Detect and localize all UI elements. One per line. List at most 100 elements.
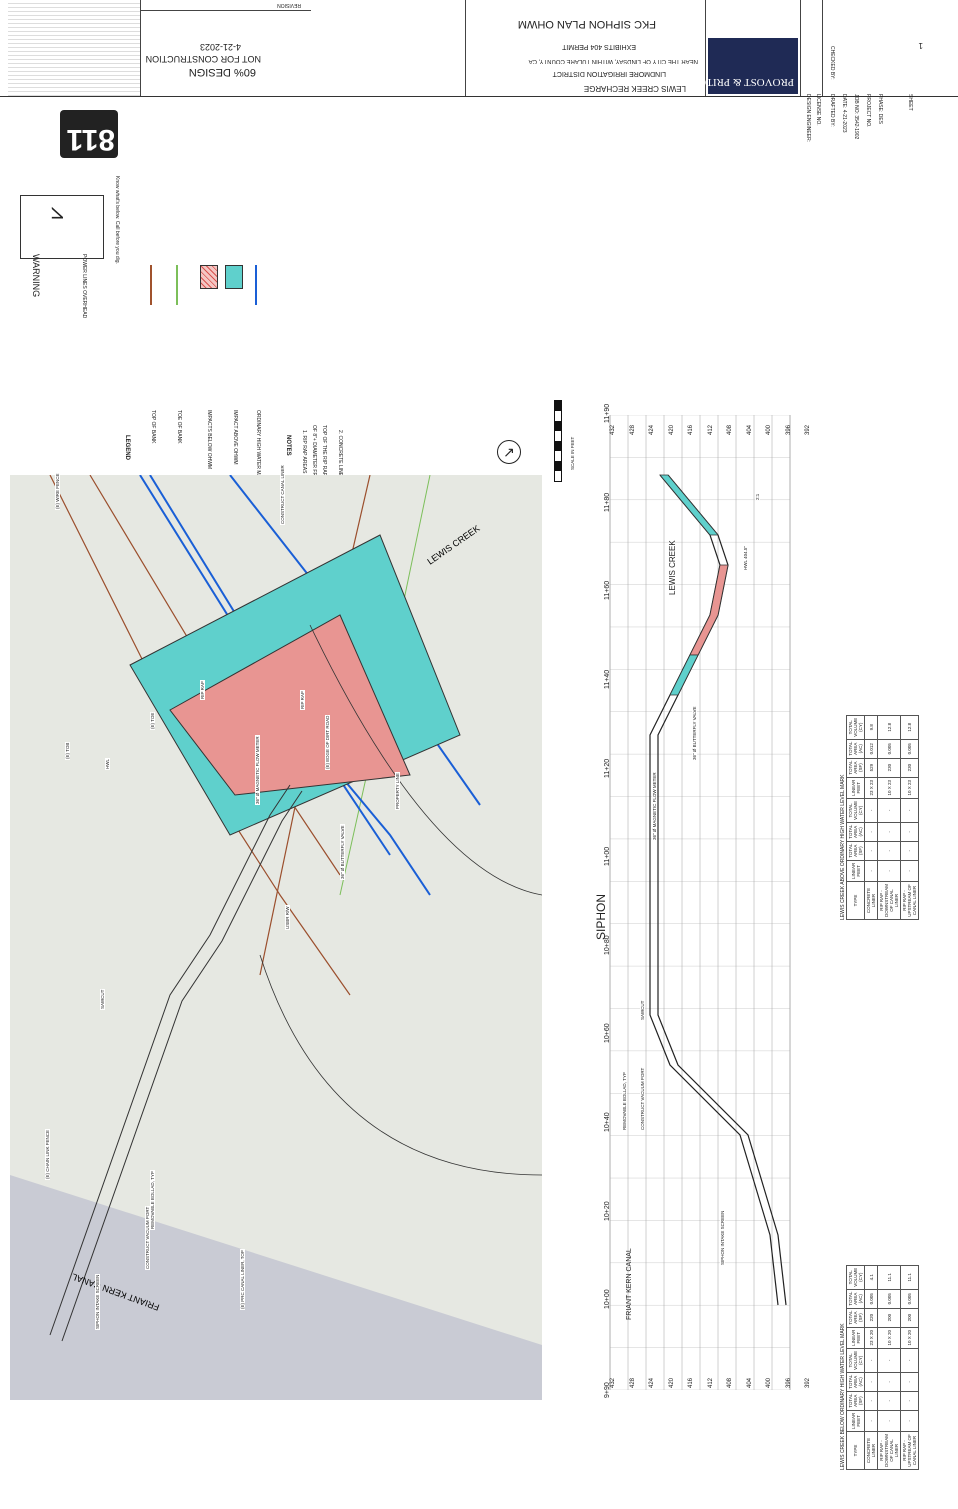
plan-callout: HWL: [105, 758, 110, 770]
plan-callout: USBR R/W: [285, 905, 290, 930]
table-cell: LINEAR FEET: [846, 860, 865, 882]
revision-header: REVISION: [277, 2, 301, 8]
table-cell: -: [864, 860, 878, 882]
profile-callout: SAWCUT: [640, 1000, 645, 1020]
general-notes-fine-print: [8, 0, 140, 96]
table-cell: 10 X 23: [900, 777, 919, 799]
table-cell: TOTAL VOLUME (CY): [846, 798, 865, 823]
plan-callout: SIPHON INTAKE SCREEN: [95, 1273, 100, 1330]
profile-station-label: 10+20: [604, 1201, 611, 1221]
firm-name: PROVOST & PRITCHARD: [667, 76, 794, 88]
profile-canal-label: FRIANT KERN CANAL: [626, 1248, 633, 1320]
table-cell: 200: [900, 1308, 919, 1328]
table-cell: 0.005: [877, 739, 901, 759]
profile-elevation-label: 392: [805, 1377, 811, 1388]
job-no-label: JOB NO: 3542-1902: [853, 94, 859, 140]
table-cell: 0.005: [900, 739, 919, 759]
table-cell: 4.1: [864, 1265, 878, 1290]
profile-elevation-label: 412: [707, 424, 714, 435]
table-cell: TOTAL AREA (AC): [846, 1289, 865, 1309]
legend-label-0: TOP OF BANK: [150, 410, 156, 444]
plan-callout: RIP RAP: [200, 680, 205, 700]
profile-elevation-label: 408: [727, 424, 733, 435]
table-cell: -: [864, 822, 878, 842]
profile-elevation-label: 412: [707, 1377, 714, 1388]
table-cell: TOTAL AREA (SF): [846, 758, 865, 778]
profile-elevation-label: 404: [746, 424, 753, 435]
table-cell: TYPE: [846, 1431, 865, 1470]
table-cell: 10 X 20: [900, 1327, 919, 1349]
project-location: NEAR THE CITY OF LINDSAY, WITHIN TULARE …: [528, 58, 698, 64]
sheet-number: 1: [918, 41, 923, 50]
table-cell: 9.8: [864, 715, 878, 740]
warning-sub: POWER LINES OVERHEAD: [81, 254, 87, 319]
table-row: TYPE LINEAR FEET TOTAL AREA (SF) TOTAL A…: [846, 715, 865, 920]
table-cell: -: [900, 798, 919, 823]
plan-callout: (E) WIRE FENCE: [55, 472, 60, 510]
profile-station-label: 10+80: [604, 935, 611, 955]
profile-elevation-label: 428: [629, 424, 636, 435]
profile-elevation-label: 396: [785, 1377, 792, 1388]
profile-station-label: 10+00: [604, 1289, 611, 1310]
table-cell: 11.1: [900, 1265, 919, 1290]
table-cell: -: [877, 1410, 901, 1432]
table-cell: -: [900, 1372, 919, 1392]
table-row: TYPE LINEAR FEET TOTAL AREA (SF) TOTAL A…: [846, 1265, 865, 1470]
table-cell: 230: [877, 758, 901, 778]
profile-creek-label: LEWIS CREEK: [668, 540, 677, 595]
table-cell: -: [900, 1391, 919, 1411]
table-below-grid: TYPE LINEAR FEET TOTAL AREA (SF) TOTAL A…: [846, 1265, 919, 1470]
plan-view: LEWIS CREEK FRIANT KERN CANAL: [10, 475, 542, 1400]
firm-block: PROVOST & PRITCHARD: [668, 0, 801, 96]
table-row: CONCRETE LINER - - - - 23 X 23 529 0.012…: [864, 715, 878, 920]
profile-callout: CONSTRUCT VACUUM PORT: [640, 1067, 645, 1130]
warning-label: WARNING: [31, 254, 41, 298]
profile-elevation-label: 396: [785, 424, 792, 435]
plan-callout: SAWCUT: [100, 988, 105, 1010]
table-cell: -: [900, 822, 919, 842]
license-label: LICENSE NO.: [815, 94, 821, 126]
phase-label: PHASE: DES: [877, 94, 883, 125]
table-row: RIP RAP - DOWNSTREAM OF CANAL LINER - - …: [877, 715, 901, 920]
sheet-title-block: LEWIS CREEK RECHARGE LINDMORE IRRIGATION…: [465, 0, 706, 96]
profile-station-label: 10+40: [604, 1112, 611, 1133]
impact-below-ohwm-area: [169, 614, 411, 796]
table-cell: -: [900, 1410, 919, 1432]
table-cell: -: [877, 1391, 901, 1411]
profile-callout: REMOVABLE BOLLAD, TYP: [622, 1072, 627, 1130]
table-cell: -: [877, 822, 901, 842]
table-cell: 0.005: [864, 1289, 878, 1309]
project-no-label: PROJECT NO.: [865, 94, 871, 128]
legend-swatch-ohwm: [255, 265, 257, 305]
table-cell: -: [864, 1372, 878, 1392]
drafting-info-block: DRAFTED BY: CHECKED BY: DATE: 4-21-2023 …: [822, 0, 933, 139]
power-lines-warning: WARNING ⩘ POWER LINES OVERHEAD: [20, 195, 104, 318]
profile-station-label: 10+60: [604, 1023, 611, 1044]
table-cell: TOTAL VOLUME (CY): [846, 715, 865, 740]
table-cell: 10 X 23: [877, 777, 901, 799]
profile-callout: 36" Ø MAGNETIC FLOW METER: [652, 772, 657, 840]
table-cell: -: [900, 860, 919, 882]
table-cell: 12.8: [877, 715, 901, 740]
profile-station-label: 11+80: [604, 492, 611, 512]
table-cell: 12.8: [900, 715, 919, 740]
design-date: 4-21-2023: [199, 42, 241, 52]
plan-callout: RIP RAP: [300, 690, 305, 710]
profile-elevation-label: 424: [649, 1377, 655, 1388]
profile-elevation-label: 392: [805, 424, 811, 435]
profile-below-ohwm: [689, 564, 729, 656]
profile-callout: 36" Ø BUTTERFLY VALVE: [692, 706, 697, 760]
profile-station-label: 11+40: [604, 669, 611, 689]
plan-callout: CONSTRUCT VACUUM PORT: [145, 1205, 150, 1270]
district-name: LINDMORE IRRIGATION DISTRICT: [552, 70, 666, 77]
profile-elevation-label: 432: [610, 424, 616, 435]
table-cell: 23 X 23: [864, 777, 878, 799]
table-cell: TOTAL AREA (AC): [846, 1372, 865, 1392]
profile-elevation-label: 416: [688, 1377, 694, 1388]
engineer-block: DESIGN ENGINEER: LICENSE NO.: [800, 0, 823, 142]
profile-station-label: 11+00: [604, 847, 611, 867]
profile-elevation-label: 416: [688, 424, 694, 435]
plan-view-drawing: LEWIS CREEK FRIANT KERN CANAL: [10, 475, 542, 1400]
table-cell: LINEAR FEET: [846, 777, 865, 799]
